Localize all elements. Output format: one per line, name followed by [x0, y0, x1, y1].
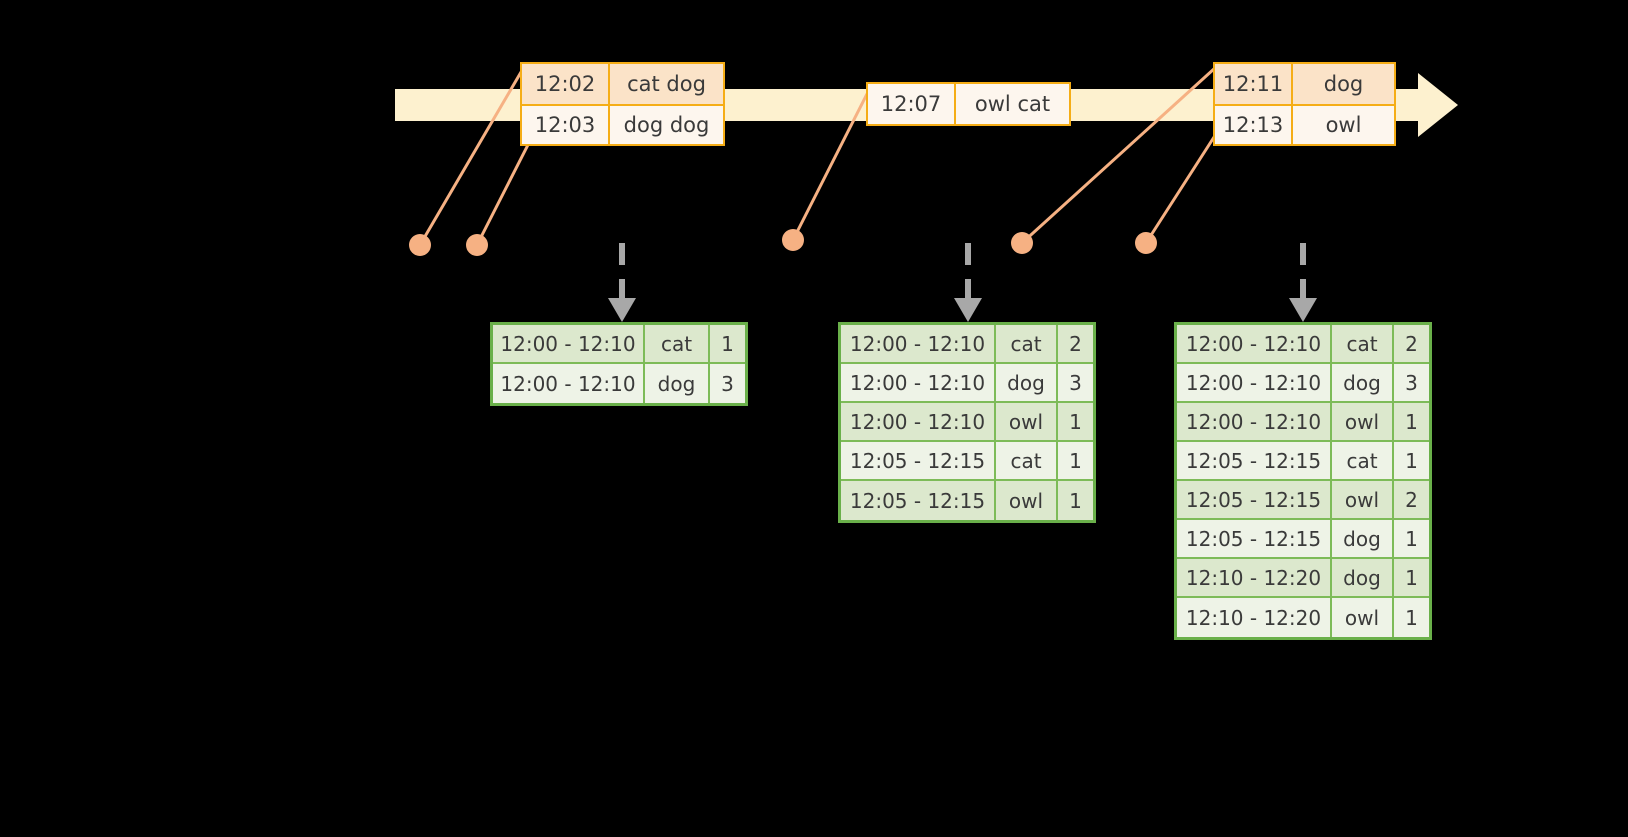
window-range-cell: 12:00 - 12:10 — [1177, 325, 1332, 362]
word-cell: cat — [645, 325, 710, 362]
event-words: dog dog — [610, 106, 723, 144]
window-range-cell: 12:05 - 12:15 — [1177, 481, 1332, 518]
window-range-cell: 12:05 - 12:15 — [841, 442, 996, 479]
word-cell: owl — [1332, 598, 1394, 637]
count-cell: 1 — [1394, 598, 1429, 637]
event-time: 12:13 — [1215, 106, 1293, 144]
window-range-cell: 12:00 - 12:10 — [493, 364, 645, 403]
event-words: dog — [1293, 64, 1394, 104]
word-cell: owl — [996, 481, 1058, 520]
count-cell: 2 — [1058, 325, 1093, 362]
window-range-cell: 12:00 - 12:10 — [841, 325, 996, 362]
event-words: owl — [1293, 106, 1394, 144]
word-cell: dog — [1332, 559, 1394, 596]
connector-dot-4 — [1011, 232, 1033, 254]
event-row: 12:03 dog dog — [522, 104, 723, 144]
window-range-cell: 12:00 - 12:10 — [841, 364, 996, 401]
connector-dot-3 — [782, 229, 804, 251]
word-cell: owl — [1332, 403, 1394, 440]
count-cell: 1 — [710, 325, 745, 362]
word-cell: dog — [1332, 520, 1394, 557]
event-time: 12:11 — [1215, 64, 1293, 104]
word-cell: dog — [1332, 364, 1394, 401]
count-cell: 3 — [1058, 364, 1093, 401]
connector-dot-5 — [1135, 232, 1157, 254]
word-cell: dog — [645, 364, 710, 403]
count-cell: 1 — [1394, 559, 1429, 596]
event-words: cat dog — [610, 64, 723, 104]
window-range-cell: 12:00 - 12:10 — [493, 325, 645, 362]
window-range-cell: 12:05 - 12:15 — [841, 481, 996, 520]
count-cell: 1 — [1394, 520, 1429, 557]
event-time: 12:02 — [522, 64, 610, 104]
timeline-arrow-icon — [1418, 73, 1458, 137]
word-cell: cat — [1332, 442, 1394, 479]
event-words: owl cat — [956, 84, 1069, 124]
event-box-1[interactable]: 12:02 cat dog 12:03 dog dog — [520, 62, 725, 146]
event-row: 12:13 owl — [1215, 104, 1394, 144]
window-range-cell: 12:10 - 12:20 — [1177, 598, 1332, 637]
count-cell: 3 — [1394, 364, 1429, 401]
count-cell: 1 — [1394, 403, 1429, 440]
event-row: 12:11 dog — [1215, 64, 1394, 104]
word-cell: cat — [996, 325, 1058, 362]
word-cell: dog — [996, 364, 1058, 401]
count-cell: 1 — [1058, 481, 1093, 520]
word-cell: owl — [996, 403, 1058, 440]
word-cell: cat — [1332, 325, 1394, 362]
event-time: 12:03 — [522, 106, 610, 144]
window-range-cell: 12:05 - 12:15 — [1177, 520, 1332, 557]
event-time: 12:07 — [868, 84, 956, 124]
window-range-cell: 12:00 - 12:10 — [1177, 364, 1332, 401]
event-row: 12:07 owl cat — [868, 84, 1069, 124]
connector-dot-2 — [466, 234, 488, 256]
count-cell: 2 — [1394, 481, 1429, 518]
event-box-3[interactable]: 12:11 dog 12:13 owl — [1213, 62, 1396, 146]
count-cell: 2 — [1394, 325, 1429, 362]
window-range-cell: 12:00 - 12:10 — [841, 403, 996, 440]
count-cell: 1 — [1058, 442, 1093, 479]
window-range-cell: 12:10 - 12:20 — [1177, 559, 1332, 596]
count-cell: 1 — [1058, 403, 1093, 440]
connector-dot-1 — [409, 234, 431, 256]
word-cell: cat — [996, 442, 1058, 479]
window-range-cell: 12:05 - 12:15 — [1177, 442, 1332, 479]
count-cell: 1 — [1394, 442, 1429, 479]
word-cell: owl — [1332, 481, 1394, 518]
event-row: 12:02 cat dog — [522, 64, 723, 104]
window-range-cell: 12:00 - 12:10 — [1177, 403, 1332, 440]
count-cell: 3 — [710, 364, 745, 403]
event-box-2[interactable]: 12:07 owl cat — [866, 82, 1071, 126]
